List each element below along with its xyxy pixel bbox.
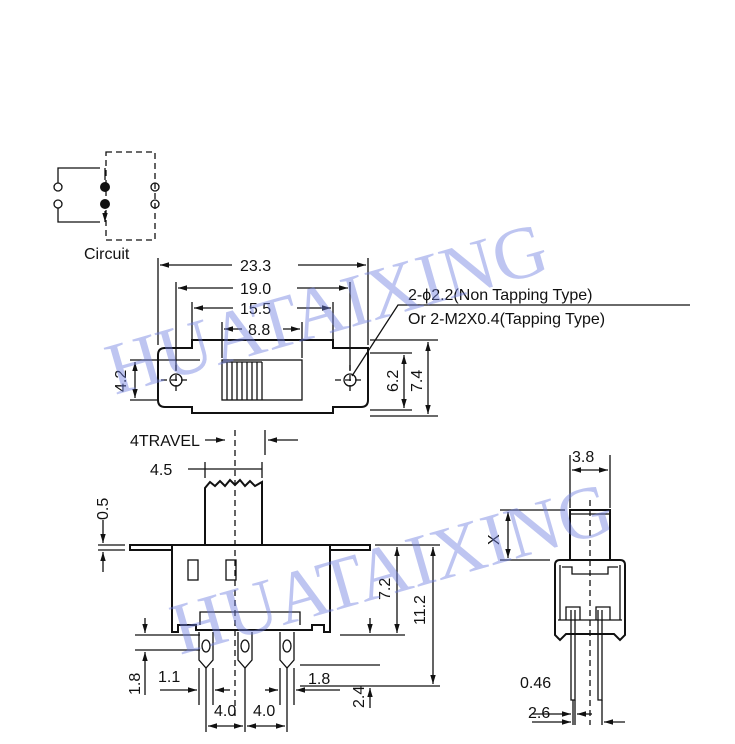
side-view: 3.8 X 0.46 2.6 [486,449,626,725]
dim-7-4: 7.4 [409,370,426,392]
circuit-label: Circuit [84,246,130,263]
front-view: 4TRAVEL 4.5 0.5 7.2 11.2 2.4 1.8 1.1 1.8 [95,430,440,732]
watermark-bottom: HUATAIXING [162,467,621,671]
dim-1-8-right: 1.8 [308,671,330,688]
dim-3-8: 3.8 [572,449,594,466]
dim-x: X [486,534,503,545]
dim-0-5: 0.5 [95,498,112,520]
top-view: 23.3 19.0 15.5 8.8 4.2 6.2 7.4 2-ϕ2.2(No… [113,258,690,417]
dim-7-2: 7.2 [377,578,394,600]
dim-2-6: 2.6 [528,705,550,722]
dim-2-4: 2.4 [351,686,368,708]
dim-6-2: 6.2 [385,370,402,392]
dim-1-1: 1.1 [158,669,180,686]
dim-1-8-left: 1.8 [127,673,144,695]
circuit-diagram: Circuit [53,151,160,263]
dim-4-2: 4.2 [113,370,130,392]
dim-15-5: 15.5 [240,301,271,318]
dim-4-5: 4.5 [150,462,172,479]
dim-4-0-b: 4.0 [253,703,275,720]
hole-note-line2: Or 2-M2X0.4(Tapping Type) [408,311,605,328]
watermark-top: HUATAIXING [97,207,556,411]
dim-19-0: 19.0 [240,281,271,298]
dim-8-8: 8.8 [248,322,270,339]
hole-note-line1: 2-ϕ2.2(Non Tapping Type) [408,287,592,304]
dim-0-46: 0.46 [520,675,551,692]
dim-11-2: 11.2 [412,595,429,625]
dim-travel: 4TRAVEL [130,433,200,450]
dim-4-0-a: 4.0 [214,703,236,720]
dim-23-3: 23.3 [240,258,271,275]
